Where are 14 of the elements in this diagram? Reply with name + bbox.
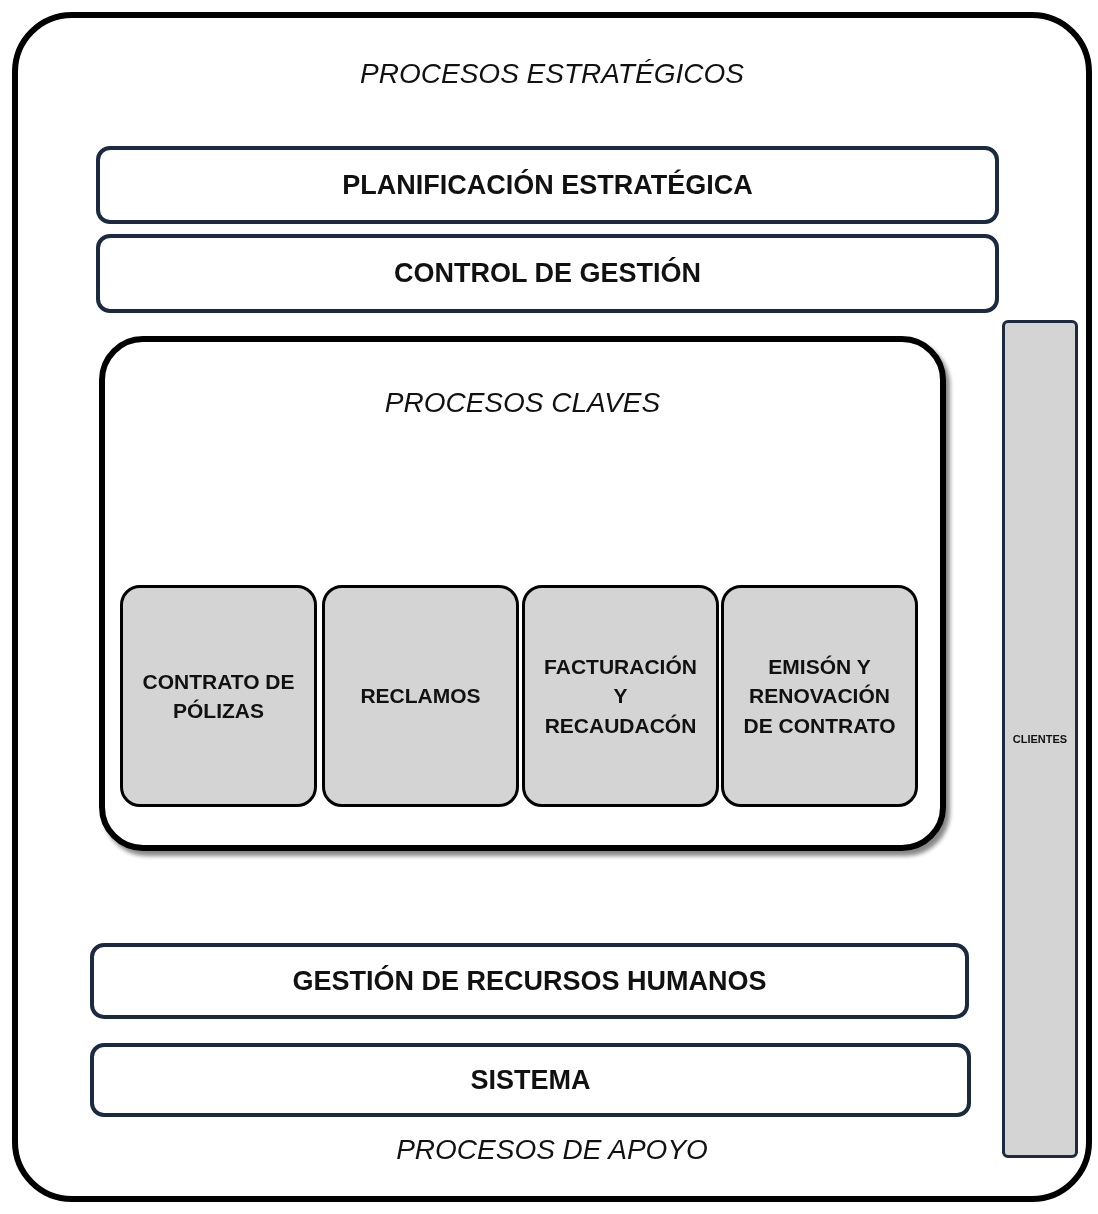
process-bar: CONTROL DE GESTIÓN	[96, 234, 999, 313]
process-box: CONTRATO DE PÓLIZAS	[120, 585, 317, 807]
process-box: FACTURACIÓN Y RECAUDACÓN	[522, 585, 719, 807]
section-heading: PROCESOS ESTRATÉGICOS	[360, 58, 744, 90]
process-bar: GESTIÓN DE RECURSOS HUMANOS	[90, 943, 969, 1019]
process-box: RECLAMOS	[322, 585, 519, 807]
section-heading: PROCESOS DE APOYO	[396, 1134, 708, 1166]
process-box: EMISÓN Y RENOVACIÓN DE CONTRATO	[721, 585, 918, 807]
process-bar: SISTEMA	[90, 1043, 971, 1117]
section-heading: PROCESOS CLAVES	[384, 387, 661, 419]
clients-bar: CLIENTES	[1002, 320, 1078, 1158]
key-processes-panel	[99, 336, 946, 851]
outer-frame	[12, 12, 1092, 1202]
process-bar: PLANIFICACIÓN ESTRATÉGICA	[96, 146, 999, 224]
